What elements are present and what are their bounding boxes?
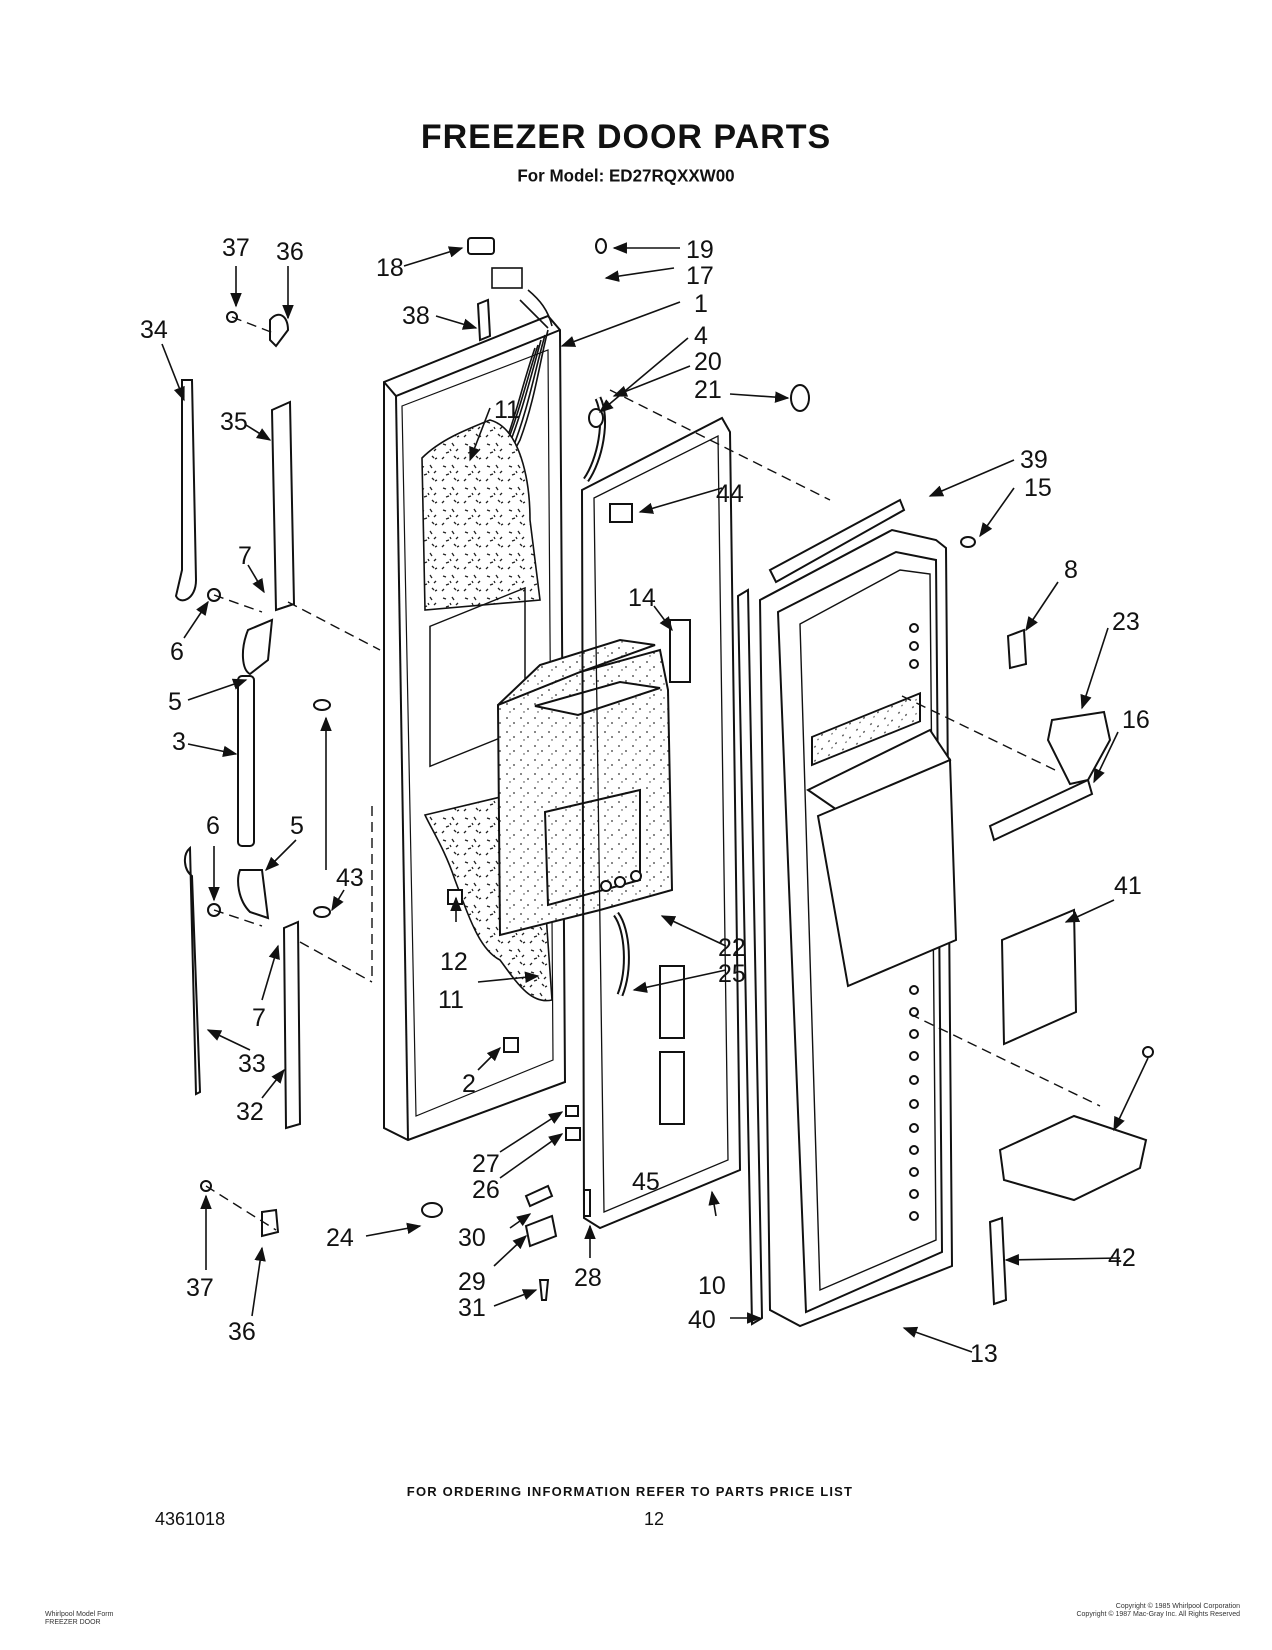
left-hardware (174, 311, 331, 1238)
callout-23: 23 (1112, 608, 1140, 636)
fine-print-left: Whirlpool Model Form FREEZER DOOR (45, 1611, 114, 1626)
callout-36: 36 (276, 238, 304, 266)
callout-20: 20 (694, 348, 722, 376)
callout-31: 31 (458, 1294, 486, 1322)
clip-44 (609, 503, 633, 523)
callout-6b: 6 (206, 812, 220, 840)
hinge-strip-top (476, 298, 492, 342)
trim-39 (768, 498, 906, 584)
callout-8: 8 (1064, 556, 1078, 584)
callout-33: 33 (238, 1050, 266, 1078)
callout-22: 22 (718, 934, 746, 962)
projection-lines (205, 316, 1101, 1231)
callout-37b: 37 (186, 1274, 214, 1302)
inner-door-liner (580, 416, 742, 1230)
callout-41: 41 (1114, 872, 1142, 900)
callout-19: 19 (686, 236, 714, 264)
callout-13: 13 (970, 1340, 998, 1368)
callout-11b: 11 (438, 986, 464, 1014)
callout-5b: 5 (290, 812, 304, 840)
door-gasket-40 (736, 588, 764, 1326)
callout-37: 37 (222, 234, 250, 262)
document-number: 4361018 (155, 1509, 226, 1529)
callout-40: 40 (688, 1306, 716, 1334)
callout-44: 44 (716, 480, 744, 508)
fine-print-right: Copyright © 1985 Whirlpool Corporation C… (1076, 1603, 1240, 1618)
leader-arrows (161, 242, 1149, 1353)
panel-opening-upper (429, 586, 526, 768)
callout-10: 10 (698, 1272, 726, 1300)
callout-24: 24 (326, 1224, 354, 1252)
callout-25: 25 (718, 960, 746, 988)
callout-2: 2 (462, 1070, 476, 1098)
callout-21: 21 (694, 376, 722, 404)
callout-30: 30 (458, 1224, 486, 1252)
callout-26: 26 (472, 1176, 500, 1204)
callout-42: 42 (1108, 1244, 1136, 1272)
callout-38: 38 (402, 302, 430, 330)
page-title: FREEZER DOOR PARTS (420, 118, 832, 156)
callout-39: 39 (1020, 446, 1048, 474)
callout-11: 11 (494, 396, 520, 424)
outer-door-panel-13 (758, 528, 958, 1328)
callout-45: 45 (632, 1168, 660, 1196)
callout-43: 43 (336, 864, 364, 892)
callout-17: 17 (686, 262, 714, 290)
callout-14: 14 (628, 584, 656, 612)
callout-35: 35 (220, 408, 248, 436)
page-number: 12 (644, 1509, 665, 1529)
callout-15: 15 (1024, 474, 1052, 502)
callout-7b: 7 (252, 1004, 266, 1032)
ordering-note: FOR ORDERING INFORMATION REFER TO PARTS … (406, 1484, 854, 1499)
callout-3: 3 (172, 728, 186, 756)
callout-28: 28 (574, 1264, 602, 1292)
callout-27: 27 (472, 1150, 500, 1178)
callout-7: 7 (238, 542, 252, 570)
callout-5: 5 (168, 688, 182, 716)
block-45-lower (659, 1051, 685, 1125)
block-45-upper (659, 965, 685, 1039)
callout-16: 16 (1122, 706, 1150, 734)
dispenser-housing (496, 638, 674, 937)
callout-6: 6 (170, 638, 184, 666)
callout-32: 32 (236, 1098, 264, 1126)
callout-1: 1 (694, 290, 708, 318)
block-14 (669, 619, 691, 683)
callout-34: 34 (140, 316, 168, 344)
callout-36b: 36 (228, 1318, 256, 1346)
model-subtitle: For Model: ED27RQXXW00 (517, 165, 735, 186)
callout-12: 12 (440, 948, 468, 976)
callout-29: 29 (458, 1268, 486, 1296)
callout-18: 18 (376, 254, 404, 282)
callout-labels: 37 36 34 35 7 6 5 3 6 5 43 7 33 32 37 36… (140, 234, 1150, 1368)
callout-4: 4 (694, 322, 708, 350)
foam-insulation-upper (421, 419, 541, 611)
